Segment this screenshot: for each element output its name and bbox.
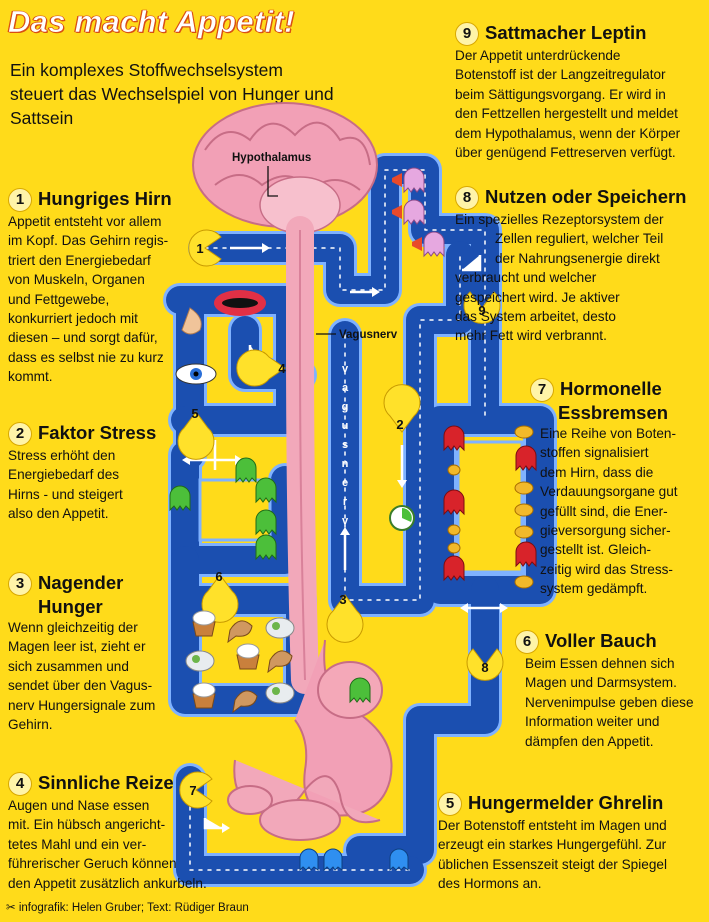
section-heading: Hungermelder Ghrelin: [468, 792, 664, 813]
marker-label-5: 5: [191, 406, 198, 421]
section-number: 6: [515, 630, 539, 654]
section-body: Ein spezielles Rezeptorsystem der Zellen…: [455, 212, 664, 344]
ghrelin-ghosts: [299, 848, 409, 872]
section-hungriges-hirn: 1 Hungriges Hirn Appetit entsteht vor all…: [8, 188, 178, 387]
svg-text:a: a: [342, 382, 349, 394]
maze-marker-2: [383, 384, 421, 433]
marker-label-1: 1: [196, 241, 203, 256]
maze-marker-4: [236, 349, 286, 387]
page-title: Das macht Appetit!: [8, 4, 295, 40]
stress-ghosts: [169, 457, 371, 704]
svg-text:e: e: [342, 477, 348, 489]
maze-marker-3: [326, 594, 364, 643]
section-heading: Sattmacher Leptin: [485, 22, 647, 43]
marker-label-9: 9: [478, 303, 485, 318]
maze-marker-9: [463, 291, 501, 324]
maze-marker-labels: 1 2 3 4 5 6 7 8 9: [189, 241, 488, 798]
nose-icon: [181, 307, 202, 335]
section-hungermelder-ghrelin: 5 Hungermelder Ghrelin Der Botenstoff ent…: [438, 792, 708, 894]
svg-text:g: g: [342, 401, 349, 413]
marker-label-8: 8: [481, 660, 488, 675]
maze-marker-1: [188, 229, 222, 267]
section-number: 5: [438, 792, 462, 816]
section-heading-line2: Essbremsen: [558, 402, 669, 423]
food-items: [185, 610, 295, 714]
section-hormonelle-essbremsen: 7 Hormonelle Essbremsen Eine Reihe von Bo…: [530, 378, 705, 599]
marker-label-3: 3: [339, 592, 346, 607]
vagusnerv-label: Vagusnerv: [339, 329, 398, 341]
hypothalamus-label: Hypothalamus: [232, 152, 311, 164]
mouth-icon: [214, 290, 266, 316]
maze-marker-6: [201, 574, 239, 623]
credits: ✂ infografik: Helen Gruber; Text: Rüdige…: [6, 902, 249, 914]
section-number: 3: [8, 572, 32, 596]
section-number: 2: [8, 422, 32, 446]
svg-text:v: v: [342, 515, 349, 527]
marker-label-6: 6: [215, 569, 222, 584]
section-heading: Hungriges Hirn: [38, 188, 172, 209]
svg-text:u: u: [342, 420, 349, 432]
section-number: 4: [8, 772, 32, 796]
maze-marker-8: [466, 648, 504, 681]
section-heading: Hormonelle: [560, 378, 662, 399]
hormone-ghosts: [443, 425, 537, 582]
svg-text:v: v: [342, 363, 349, 375]
brain-illustration: [192, 102, 378, 234]
leptin-ghosts: [403, 167, 445, 258]
page-subtitle: Ein komplexes Stoffwechselsystem steuert…: [10, 60, 334, 128]
maze-arrows: [182, 243, 508, 833]
section-number: 1: [8, 188, 32, 212]
section-number: 9: [455, 22, 479, 46]
svg-text:n: n: [342, 458, 349, 470]
scissors-icon: ✂: [6, 902, 16, 914]
maze-marker-5: [177, 411, 215, 460]
clock-icon: [389, 505, 415, 531]
svg-text:s: s: [342, 439, 348, 451]
section-heading-line2: Hunger: [38, 596, 103, 617]
section-number: 7: [530, 378, 554, 402]
section-heading: Nutzen oder Speichern: [485, 186, 687, 207]
section-heading: Voller Bauch: [545, 630, 657, 651]
section-heading: Nagender: [38, 572, 124, 593]
section-heading: Sinnliche Reize: [38, 772, 174, 793]
maze-marker-7: [179, 771, 213, 809]
section-number: 8: [455, 186, 479, 210]
marker-label-4: 4: [278, 361, 286, 376]
section-heading: Faktor Stress: [38, 422, 157, 443]
svg-text:r: r: [343, 496, 348, 508]
section-sattmacher-leptin: 9 Sattmacher Leptin Der Appetit unterdrüc…: [455, 22, 705, 162]
eye-icon: [175, 363, 217, 385]
section-nutzen-oder-speichern: 8 Nutzen oder Speichern Ein spezielles Re…: [455, 186, 705, 346]
intestines-illustration: [227, 759, 381, 841]
marker-label-7: 7: [189, 783, 196, 798]
marker-label-2: 2: [396, 417, 403, 432]
vagus-vertical-label: v a g u s n e r v: [342, 363, 349, 527]
megaphone-icons: [392, 173, 422, 251]
section-body: Eine Reihe von Boten-stoffen signalisier…: [540, 426, 678, 597]
fat-coins: [447, 425, 534, 589]
